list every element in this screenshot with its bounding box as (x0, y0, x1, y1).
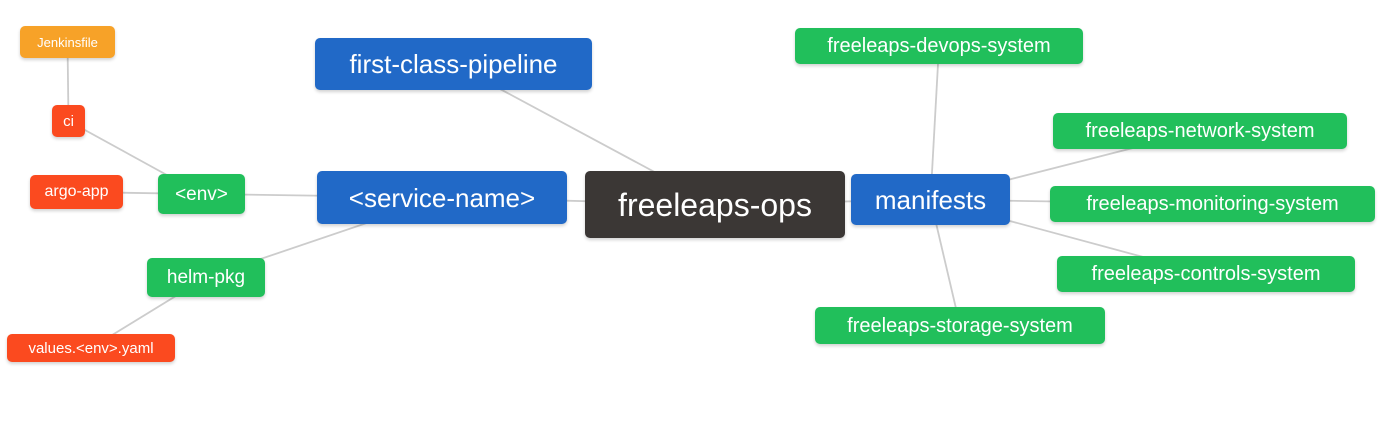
node-argo-app[interactable]: argo-app (30, 175, 123, 209)
node-jenkinsfile[interactable]: Jenkinsfile (20, 26, 115, 58)
node-values-env-yaml[interactable]: values.<env>.yaml (7, 334, 175, 362)
node-devops-system[interactable]: freeleaps-devops-system (795, 28, 1083, 64)
node-manifests[interactable]: manifests (851, 174, 1010, 225)
node-service-name[interactable]: <service-name> (317, 171, 567, 224)
node-freeleaps-ops[interactable]: freeleaps-ops (585, 171, 845, 238)
node-controls-system[interactable]: freeleaps-controls-system (1057, 256, 1355, 292)
node-network-system[interactable]: freeleaps-network-system (1053, 113, 1347, 149)
node-ci[interactable]: ci (52, 105, 85, 137)
edge-manifests-devops-system (929, 45, 940, 200)
node-first-class-pipeline[interactable]: first-class-pipeline (315, 38, 592, 90)
node-env[interactable]: <env> (158, 174, 245, 214)
node-storage-system[interactable]: freeleaps-storage-system (815, 307, 1105, 344)
node-helm-pkg[interactable]: helm-pkg (147, 258, 265, 297)
node-monitoring-system[interactable]: freeleaps-monitoring-system (1050, 186, 1375, 222)
